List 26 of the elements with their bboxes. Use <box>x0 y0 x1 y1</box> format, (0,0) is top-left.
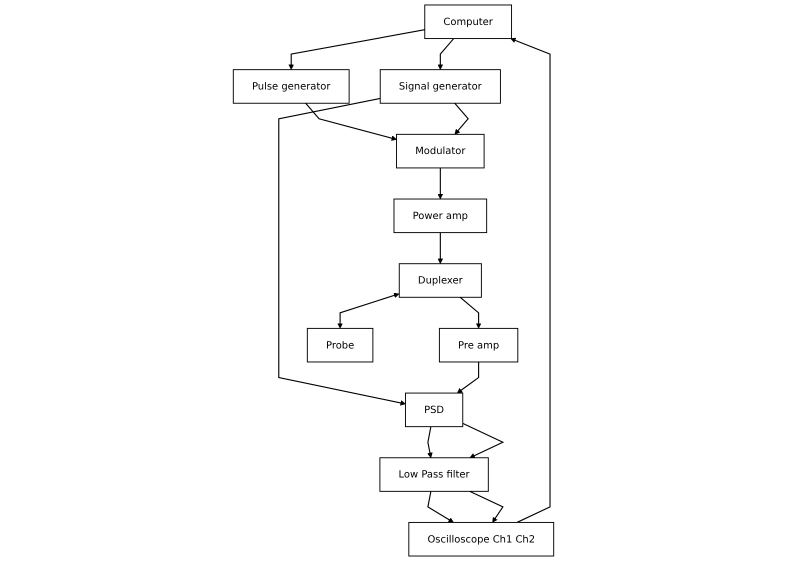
arrow <box>278 98 406 406</box>
arrow <box>438 232 444 264</box>
arrow <box>470 490 504 523</box>
arrow <box>460 296 482 329</box>
node-box: Probe <box>306 328 374 362</box>
node-box: Low Pass filter <box>379 457 489 492</box>
arrow <box>427 491 454 523</box>
arrow <box>510 38 551 523</box>
node-box: Modulator <box>396 134 485 168</box>
arrow <box>427 426 433 458</box>
node-box: Duplexer <box>398 263 482 298</box>
node-box: Signal generator <box>380 69 501 104</box>
node-box: Power amp <box>394 198 488 234</box>
node-box: Pre amp <box>438 328 518 362</box>
arrow <box>454 102 469 135</box>
arrow <box>337 292 400 329</box>
arrow <box>438 168 444 200</box>
arrow <box>438 38 454 70</box>
arrow <box>462 422 504 458</box>
node-box: Pulse generator <box>232 69 350 104</box>
arrow <box>305 102 397 141</box>
node-box: PSD <box>405 392 464 428</box>
arrow <box>456 362 480 394</box>
arrow <box>288 29 425 70</box>
node-box: Oscilloscope Ch1 Ch2 <box>408 522 554 556</box>
node-box: Computer <box>424 4 512 40</box>
